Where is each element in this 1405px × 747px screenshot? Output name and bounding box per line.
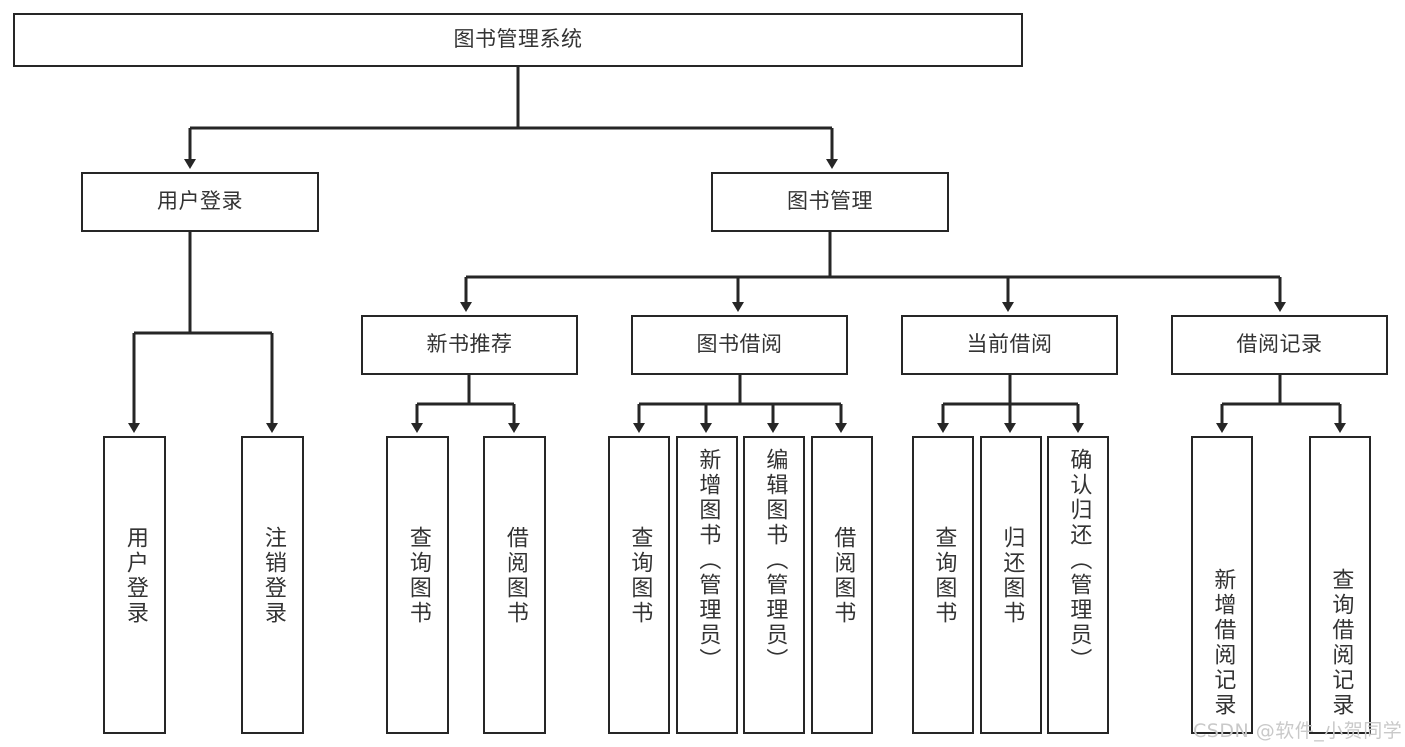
node-label: 确认归还（管理员） [1066,448,1092,673]
node-label: 注销登录 [260,526,286,626]
node-book-management[interactable]: 图书管理 [711,172,949,232]
leaf-current-borrow-confirm-return-admin[interactable]: 确认归还（管理员） [1047,436,1109,734]
node-label: 新增借阅记录 [1210,568,1236,718]
csdn-watermark: CSDN @软件_小贺同学 [1193,720,1403,742]
leaf-new-book-borrow-book[interactable]: 借阅图书 [483,436,546,734]
node-label: 新书推荐 [426,332,513,357]
node-borrow-record[interactable]: 借阅记录 [1171,315,1388,375]
node-label: 图书管理 [787,189,873,214]
node-label: 借阅记录 [1236,332,1323,357]
leaf-current-borrow-return-book[interactable]: 归还图书 [980,436,1042,734]
node-label: 归还图书 [999,526,1025,626]
node-label: 查询图书 [405,526,431,626]
leaf-borrow-record-query-record[interactable]: 查询借阅记录 [1309,436,1371,734]
node-label: 图书管理系统 [453,27,583,52]
node-current-borrow[interactable]: 当前借阅 [901,315,1118,375]
node-label: 编辑图书（管理员） [762,448,788,673]
node-book-borrow[interactable]: 图书借阅 [631,315,848,375]
node-user-login[interactable]: 用户登录 [81,172,319,232]
node-new-book-recommend[interactable]: 新书推荐 [361,315,578,375]
node-label: 用户登录 [122,526,148,626]
node-label: 借阅图书 [502,526,528,626]
leaf-current-borrow-query-book[interactable]: 查询图书 [912,436,974,734]
leaf-book-borrow-borrow-book[interactable]: 借阅图书 [811,436,873,734]
leaf-new-book-query-book[interactable]: 查询图书 [386,436,449,734]
node-label: 查询借阅记录 [1328,568,1354,718]
node-label: 借阅图书 [830,526,856,626]
leaf-borrow-record-add-record[interactable]: 新增借阅记录 [1191,436,1253,734]
node-label: 当前借阅 [966,332,1053,357]
leaf-book-borrow-query-book[interactable]: 查询图书 [608,436,670,734]
node-label: 用户登录 [157,189,243,214]
node-label: 图书借阅 [696,332,783,357]
node-root-book-management-system[interactable]: 图书管理系统 [13,13,1023,67]
leaf-book-borrow-edit-book-admin[interactable]: 编辑图书（管理员） [743,436,805,734]
node-label: 新增图书（管理员） [695,448,721,673]
node-label: 查询图书 [931,526,957,626]
leaf-book-borrow-add-book-admin[interactable]: 新增图书（管理员） [676,436,738,734]
leaf-user-login-logout[interactable]: 注销登录 [241,436,304,734]
leaf-user-login-login[interactable]: 用户登录 [103,436,166,734]
node-label: 查询图书 [627,526,653,626]
